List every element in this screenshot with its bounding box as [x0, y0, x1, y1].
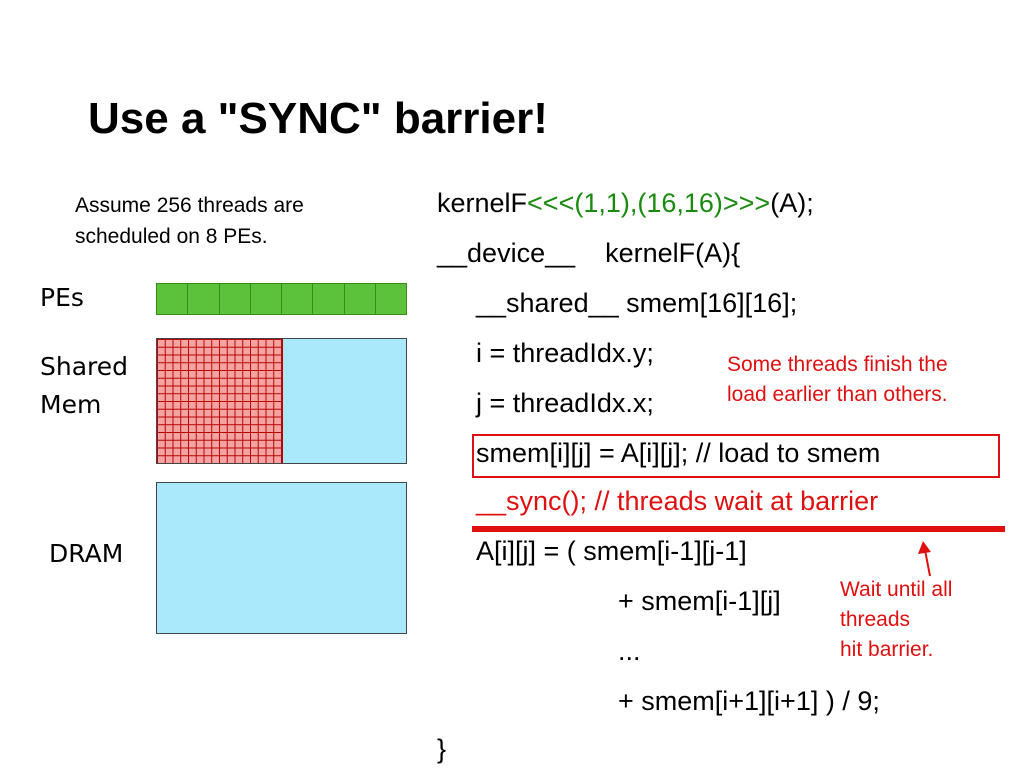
- code-line-kernel-launch: kernelF<<<(1,1),(16,16)>>>(A);: [437, 187, 814, 219]
- dram-label: DRAM: [49, 539, 124, 568]
- kernel-name: kernelF: [437, 188, 528, 218]
- pe-cell: [188, 284, 220, 314]
- code-line-j-assign: j = threadIdx.x;: [476, 388, 654, 418]
- assumption-text: Assume 256 threads are scheduled on 8 PE…: [75, 190, 375, 252]
- slide-title: Use a "SYNC" barrier!: [88, 94, 548, 143]
- pe-cell: [157, 284, 189, 314]
- pe-cell: [375, 284, 406, 314]
- code-line-i-assign: i = threadIdx.y;: [476, 338, 654, 368]
- shared-memory-box: [156, 338, 407, 464]
- shared-memory-grid: [157, 339, 283, 463]
- code-line-sync: __sync(); // threads wait at barrier: [476, 486, 879, 516]
- assumption-line-1: Assume 256 threads are: [75, 194, 304, 217]
- code-line-stencil-start: A[i][j] = ( smem[i-1][j-1]: [476, 536, 747, 566]
- kernel-args: (A);: [770, 188, 814, 218]
- barrier-line: [472, 526, 1005, 532]
- launch-config: <<<(1,1),(16,16)>>>: [527, 188, 771, 218]
- pe-cell: [219, 284, 251, 314]
- code-line-device-decl: __device__ kernelF(A){: [437, 238, 741, 268]
- shared-mem-label-line-2: Mem: [40, 390, 102, 419]
- pe-cell: [313, 284, 345, 314]
- pe-cell: [282, 284, 314, 314]
- wait-note-line-1: Wait until all: [840, 578, 953, 601]
- shared-mem-label-line-1: Shared: [40, 352, 129, 381]
- pe-cell: [250, 284, 282, 314]
- dram-box: [156, 482, 407, 634]
- pe-row: [156, 283, 407, 315]
- code-line-stencil-end: + smem[i+1][i+1] ) / 9;: [618, 686, 880, 716]
- finish-note-line-2: load earlier than others.: [727, 383, 948, 406]
- pes-label: PEs: [40, 283, 84, 312]
- wait-note-line-3: hit barrier.: [840, 638, 934, 661]
- code-line-ellipsis: ...: [618, 636, 641, 666]
- finish-note: Some threads finish the load earlier tha…: [727, 350, 948, 410]
- pe-cell: [344, 284, 376, 314]
- code-line-shared-decl: __shared__ smem[16][16];: [476, 288, 798, 318]
- shared-mem-label: Shared Mem: [40, 348, 128, 424]
- wait-note: Wait until all threads hit barrier.: [840, 575, 952, 665]
- load-highlight-box: [472, 434, 1000, 478]
- code-line-load-smem: smem[i][j] = A[i][j]; // load to smem: [476, 438, 881, 468]
- code-line-close-brace: }: [437, 734, 447, 764]
- finish-note-line-1: Some threads finish the: [727, 353, 948, 376]
- code-line-stencil-term: + smem[i-1][j]: [618, 586, 781, 616]
- assumption-line-2: scheduled on 8 PEs.: [75, 225, 268, 248]
- barrier-arrow-icon: [918, 541, 931, 577]
- wait-note-line-2: threads: [840, 608, 911, 631]
